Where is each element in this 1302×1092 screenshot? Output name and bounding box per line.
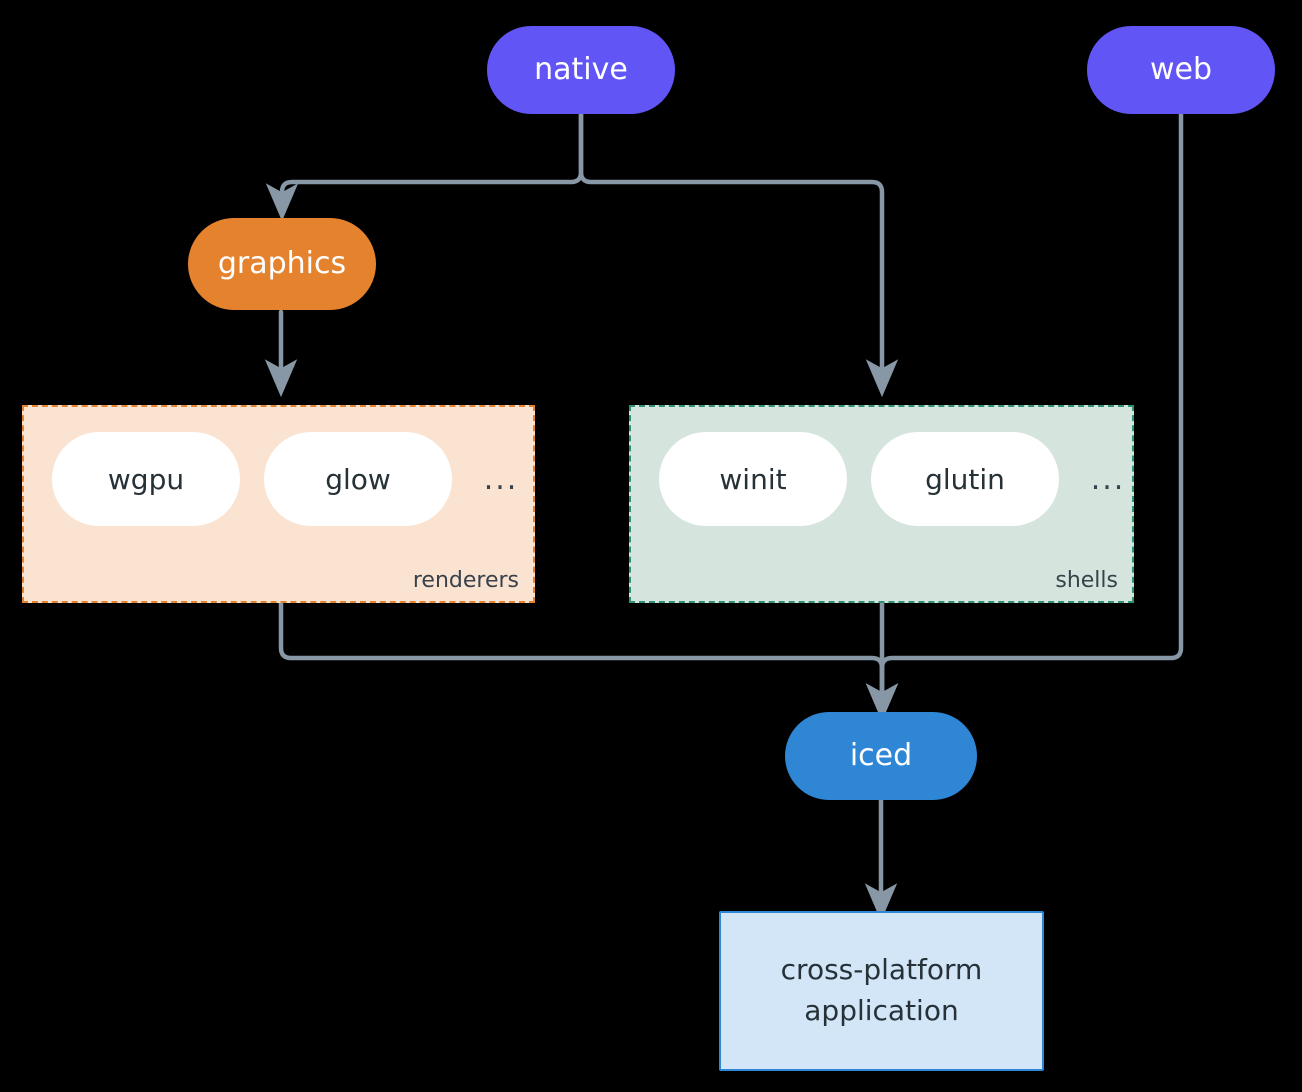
group-shells: winit glutin ... shells — [629, 405, 1134, 603]
leaf-winit-label: winit — [719, 462, 787, 496]
node-native-label: native — [534, 51, 628, 87]
shells-overflow-label: ... — [1090, 461, 1126, 497]
leaf-wgpu-label: wgpu — [107, 462, 185, 496]
node-application-line1: cross-platform — [780, 953, 983, 987]
node-iced[interactable]: iced — [785, 712, 977, 800]
node-graphics[interactable]: graphics — [188, 218, 376, 310]
node-iced-label: iced — [849, 737, 913, 773]
edge-web-to-iced — [865, 109, 1184, 722]
node-native[interactable]: native — [487, 26, 675, 114]
edge-renderers-to-iced — [278, 599, 899, 722]
node-graphics-label: graphics — [217, 245, 347, 281]
node-application-line2: application — [804, 994, 959, 1027]
edge-native-to-shells — [578, 109, 899, 398]
shells-overflow-ellipsis: ... — [1083, 461, 1133, 497]
leaf-glow-label: glow — [325, 462, 391, 496]
leaf-winit[interactable]: winit — [659, 432, 847, 526]
edge-native-split — [265, 109, 584, 222]
leaf-glutin[interactable]: glutin — [871, 432, 1059, 526]
group-renderers-label: renderers — [412, 568, 519, 593]
group-renderers: wgpu glow ... renderers — [22, 405, 535, 603]
node-web[interactable]: web — [1087, 26, 1275, 114]
group-shells-label: shells — [1055, 568, 1118, 593]
leaf-glow[interactable]: glow — [264, 432, 452, 526]
renderers-overflow-ellipsis: ... — [476, 461, 526, 497]
node-application[interactable]: cross-platform application — [719, 911, 1044, 1071]
leaf-wgpu[interactable]: wgpu — [52, 432, 240, 526]
node-web-label: web — [1149, 51, 1213, 87]
leaf-glutin-label: glutin — [925, 462, 1005, 496]
renderers-overflow-label: ... — [483, 461, 519, 497]
